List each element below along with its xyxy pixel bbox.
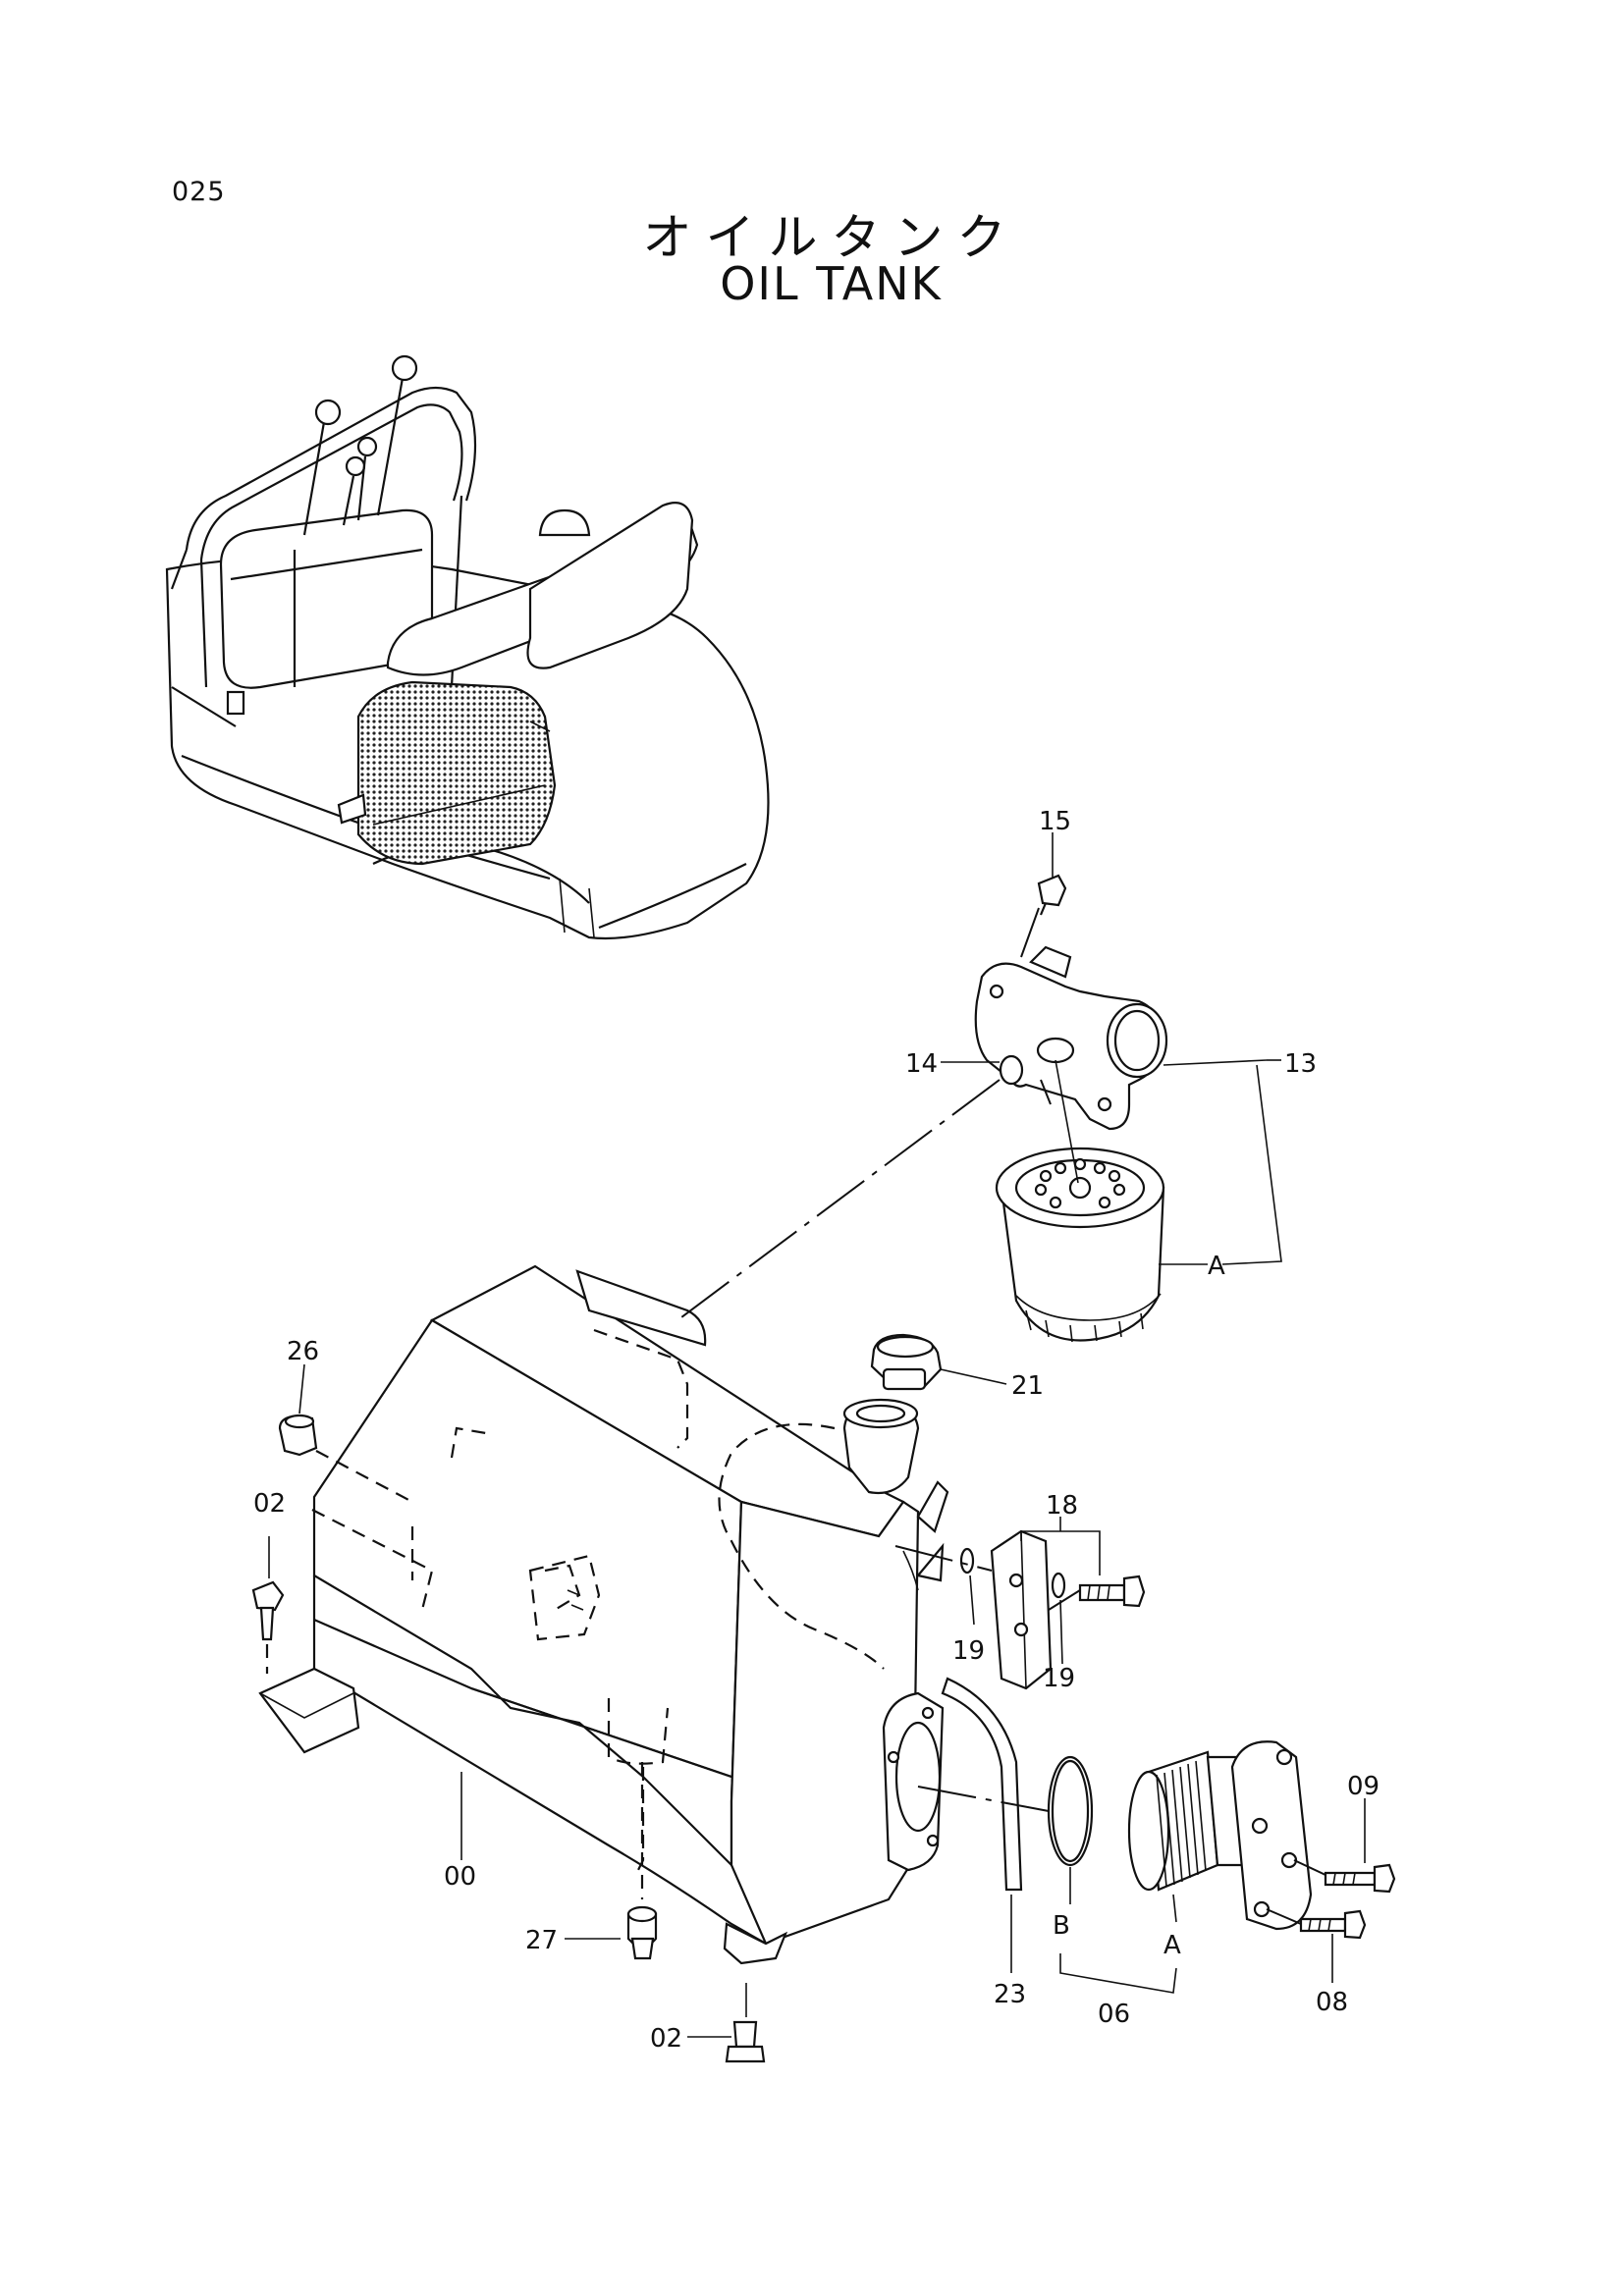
filler-neck (842, 1398, 920, 1495)
bolt-02-left (251, 1580, 285, 1641)
title-japanese: オイルタンク (642, 209, 1020, 266)
bolt-02-bottom (725, 2020, 766, 2063)
leader-lines (265, 832, 1366, 2038)
callout-09: 09 (1347, 1772, 1380, 1801)
callout-27: 27 (525, 1926, 558, 1955)
callout-23: 23 (994, 1980, 1026, 2009)
oil-filter-cartridge (995, 1147, 1165, 1343)
callout-02-bottom: 02 (650, 2024, 682, 2054)
callout-15: 15 (1039, 807, 1071, 836)
plug-27 (626, 1905, 658, 1960)
filler-cap-21 (870, 1333, 943, 1391)
strainer-cover (1230, 1740, 1313, 1931)
callout-21: 21 (1011, 1371, 1044, 1401)
title-english: OIL TANK (720, 257, 943, 310)
washer-19-left (959, 1547, 975, 1575)
bolt-18 (1078, 1575, 1146, 1608)
o-ring-b (1047, 1755, 1094, 1867)
o-ring-14 (999, 1054, 1024, 1086)
oil-tank-body (258, 1264, 949, 1965)
machine-overview-illustration (165, 354, 770, 940)
callout-00: 00 (444, 1862, 476, 1892)
callout-14: 14 (905, 1049, 938, 1079)
callout-labels: 15 14 13 A 21 26 02 18 19 19 09 00 27 B … (253, 807, 1380, 2054)
callout-19-right: 19 (1043, 1664, 1075, 1693)
bolt-15 (1037, 874, 1067, 916)
clamp-bracket-18 (990, 1529, 1053, 1690)
callout-26: 26 (287, 1337, 319, 1366)
bolt-09 (1324, 1863, 1396, 1894)
callout-19-left: 19 (952, 1636, 985, 1666)
filter-head-13 (974, 945, 1168, 1131)
callout-02-left: 02 (253, 1489, 286, 1519)
washer-19-right (1051, 1572, 1066, 1599)
page-number: 025 (172, 177, 226, 207)
callout-08: 08 (1316, 1988, 1348, 2017)
callout-a-filter: A (1208, 1252, 1225, 1281)
callout-13: 13 (1284, 1049, 1317, 1079)
callout-06: 06 (1098, 2000, 1130, 2029)
plug-26 (278, 1414, 318, 1457)
callout-a-strainer: A (1163, 1931, 1181, 1960)
hose-23 (941, 1677, 1023, 1892)
bolt-08 (1299, 1909, 1367, 1940)
callout-18: 18 (1046, 1491, 1078, 1521)
callout-b: B (1053, 1911, 1070, 1941)
